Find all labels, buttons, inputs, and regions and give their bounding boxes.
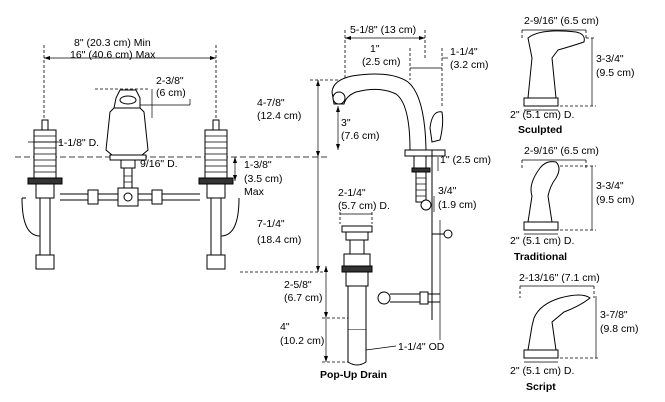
handle-shank-label: 1-1/8" D. [58,137,99,149]
below-deck-cm: (18.4 cm) [257,234,301,246]
side-view: 4-7/8" (12.4 cm) 7-1/4" (18.4 cm) 5-1/8"… [240,24,491,340]
handle-sculpted: 2-9/16" (6.5 cm) 3-3/4" (9.5 cm) 2" (5.1… [510,15,635,136]
rod-cm: (1.9 cm) [438,199,477,211]
spout-clearance-cm: (7.6 cm) [341,130,380,142]
shank-length-in: 1-3/8" [244,159,272,171]
spout-offset-in: 1" [370,43,380,55]
sculpted-base: 2" (5.1 cm) D. [510,109,574,121]
rod-in: 3/4" [438,185,457,197]
right-valve [198,119,240,270]
tailpiece-cm: (10.2 cm) [280,335,324,347]
shank-length-cm: (3.5 cm) [244,173,283,185]
deck-clearance-label: 1" (2.5 cm) [440,154,491,166]
spout-side [331,73,446,157]
script-height-in: 3-7/8" [600,309,628,321]
script-width: 2-13/16" (7.1 cm) [519,272,600,284]
sculpted-height-cm: (9.5 cm) [596,67,635,79]
pop-up-drain: 2-1/4" (5.7 cm) D. 2-5/8" (6.7 cm) 4" (1… [280,187,445,381]
sculpted-width: 2-9/16" (6.5 cm) [524,15,599,27]
front-view: 8" (20.3 cm) Min 16" (40.6 cm) Max 2-3/8… [15,37,330,270]
tailpiece-od: 1-1/4" OD [398,341,445,353]
total-height-cm: (12.4 cm) [257,110,301,122]
spout-tip-cm: (3.2 cm) [450,59,489,71]
spout-shank-side [411,150,453,340]
tailpiece-in: 4" [280,321,290,333]
spout-front [105,89,149,207]
traditional-width: 2-9/16" (6.5 cm) [524,145,599,157]
pop-up-drain-title: Pop-Up Drain [320,369,387,381]
tee-connector [60,187,200,207]
traditional-height-in: 3-3/4" [596,180,624,192]
drain-body-in: 2-5/8" [284,279,312,291]
left-valve [21,119,63,270]
drain-flange-cm: (5.7 cm) D. [338,200,390,212]
drain-body-cm: (6.7 cm) [284,292,323,304]
handle-traditional: 2-9/16" (6.5 cm) 3-3/4" (9.5 cm) 2" (5.1… [510,145,635,263]
spout-height-cm: (6 cm) [156,87,186,99]
spread-min-label: 8" (20.3 cm) Min [74,37,151,49]
handle-script: 2-13/16" (7.1 cm) 3-7/8" (9.8 cm) 2" (5.… [510,272,639,393]
spout-height-in: 2-3/8" [156,75,184,87]
reach-label: 5-1/8" (13 cm) [350,24,416,36]
total-height-in: 4-7/8" [257,97,285,109]
traditional-height-cm: (9.5 cm) [596,194,635,206]
spread-max-label: 16" (40.6 cm) Max [70,49,156,61]
shank-length-max: Max [244,186,265,198]
sculpted-height-in: 3-3/4" [596,53,624,65]
script-height-cm: (9.8 cm) [600,323,639,335]
traditional-name: Traditional [514,251,567,263]
script-name: Script [526,381,556,393]
below-deck-in: 7-1/4" [257,218,285,230]
spout-tip-in: 1-1/4" [450,46,478,58]
spout-offset-cm: (2.5 cm) [362,56,401,68]
spout-shank-label: 9/16" D. [140,158,178,170]
script-base: 2" (5.1 cm) D. [510,365,574,377]
drain-flange-in: 2-1/4" [338,187,366,199]
spout-clearance-in: 3" [341,117,351,129]
traditional-base: 2" (5.1 cm) D. [510,235,574,247]
sculpted-name: Sculpted [518,124,562,136]
